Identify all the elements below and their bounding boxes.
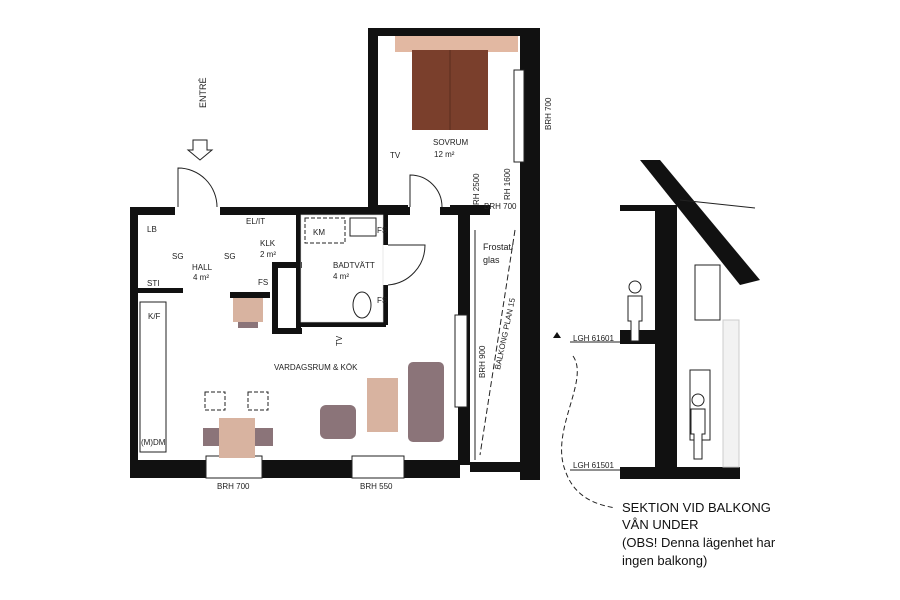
dim-brh-700-door: BRH 700 <box>484 202 517 211</box>
room-bath-name: BADTVÄTT <box>333 261 375 270</box>
dim-brh-700: BRH 700 <box>217 482 250 491</box>
section-caption-line: VÅN UNDER <box>622 517 699 532</box>
dim-rh-2500: RH 2500 <box>472 173 481 205</box>
note-glas: glas <box>483 255 500 265</box>
room-bedroom-name: SOVRUM <box>433 138 468 147</box>
room-hall-area: 4 m² <box>193 273 209 282</box>
label-tv: TV <box>335 335 344 346</box>
bathroom-floor <box>300 214 384 323</box>
label-sti: STI <box>147 279 159 288</box>
toilet <box>352 291 372 319</box>
dim-brh-550: BRH 550 <box>360 482 393 491</box>
label-sg: SG <box>172 252 184 261</box>
doors <box>177 167 443 286</box>
label-fs: FS <box>377 226 387 235</box>
level-upper: LGH 61601 <box>573 334 614 343</box>
room-bedroom-area: 12 m² <box>434 150 455 159</box>
bed <box>395 36 518 130</box>
entrance-label: ENTRÉ <box>198 77 208 108</box>
note-frostat: Frostat/ <box>483 242 514 252</box>
balcony-below <box>474 229 516 460</box>
section-caption-line: (OBS! Denna lägenhet har <box>622 535 776 550</box>
furniture <box>139 298 444 458</box>
room-living-name: VARDAGSRUM & KÖK <box>274 363 358 372</box>
section-caption-line: SEKTION VID BALKONG <box>622 500 771 515</box>
section-drawing <box>553 160 760 509</box>
note-balcony: BALKONG PLAN 15 <box>493 297 517 371</box>
windows <box>205 69 525 479</box>
entrance-arrow-icon <box>186 139 214 161</box>
room-klk-name: KLK <box>260 239 276 248</box>
label-sg: SG <box>224 252 236 261</box>
label-km: KM <box>313 228 325 237</box>
label-tv: TV <box>390 151 401 160</box>
level-lower: LGH 61501 <box>573 461 614 470</box>
label-kf: K/F <box>148 312 161 321</box>
label-elit: EL/IT <box>246 217 265 226</box>
label-fs: FS <box>377 296 387 305</box>
room-klk-area: 2 m² <box>260 250 276 259</box>
label-mdm: (M)DM <box>141 438 166 447</box>
washing-machine <box>304 217 346 244</box>
room-bath-area: 4 m² <box>333 272 349 281</box>
label-lb: LB <box>147 225 157 234</box>
section-caption-line: ingen balkong) <box>622 553 707 568</box>
walls <box>130 28 540 480</box>
sink <box>349 217 377 237</box>
room-hall-name: HALL <box>192 263 213 272</box>
label-fs: FS <box>258 278 268 287</box>
dim-rh-1600: RH 1600 <box>503 168 512 200</box>
dim-brh-900: BRH 900 <box>478 345 487 378</box>
dim-brh-700-bedroom: BRH 700 <box>544 97 553 130</box>
